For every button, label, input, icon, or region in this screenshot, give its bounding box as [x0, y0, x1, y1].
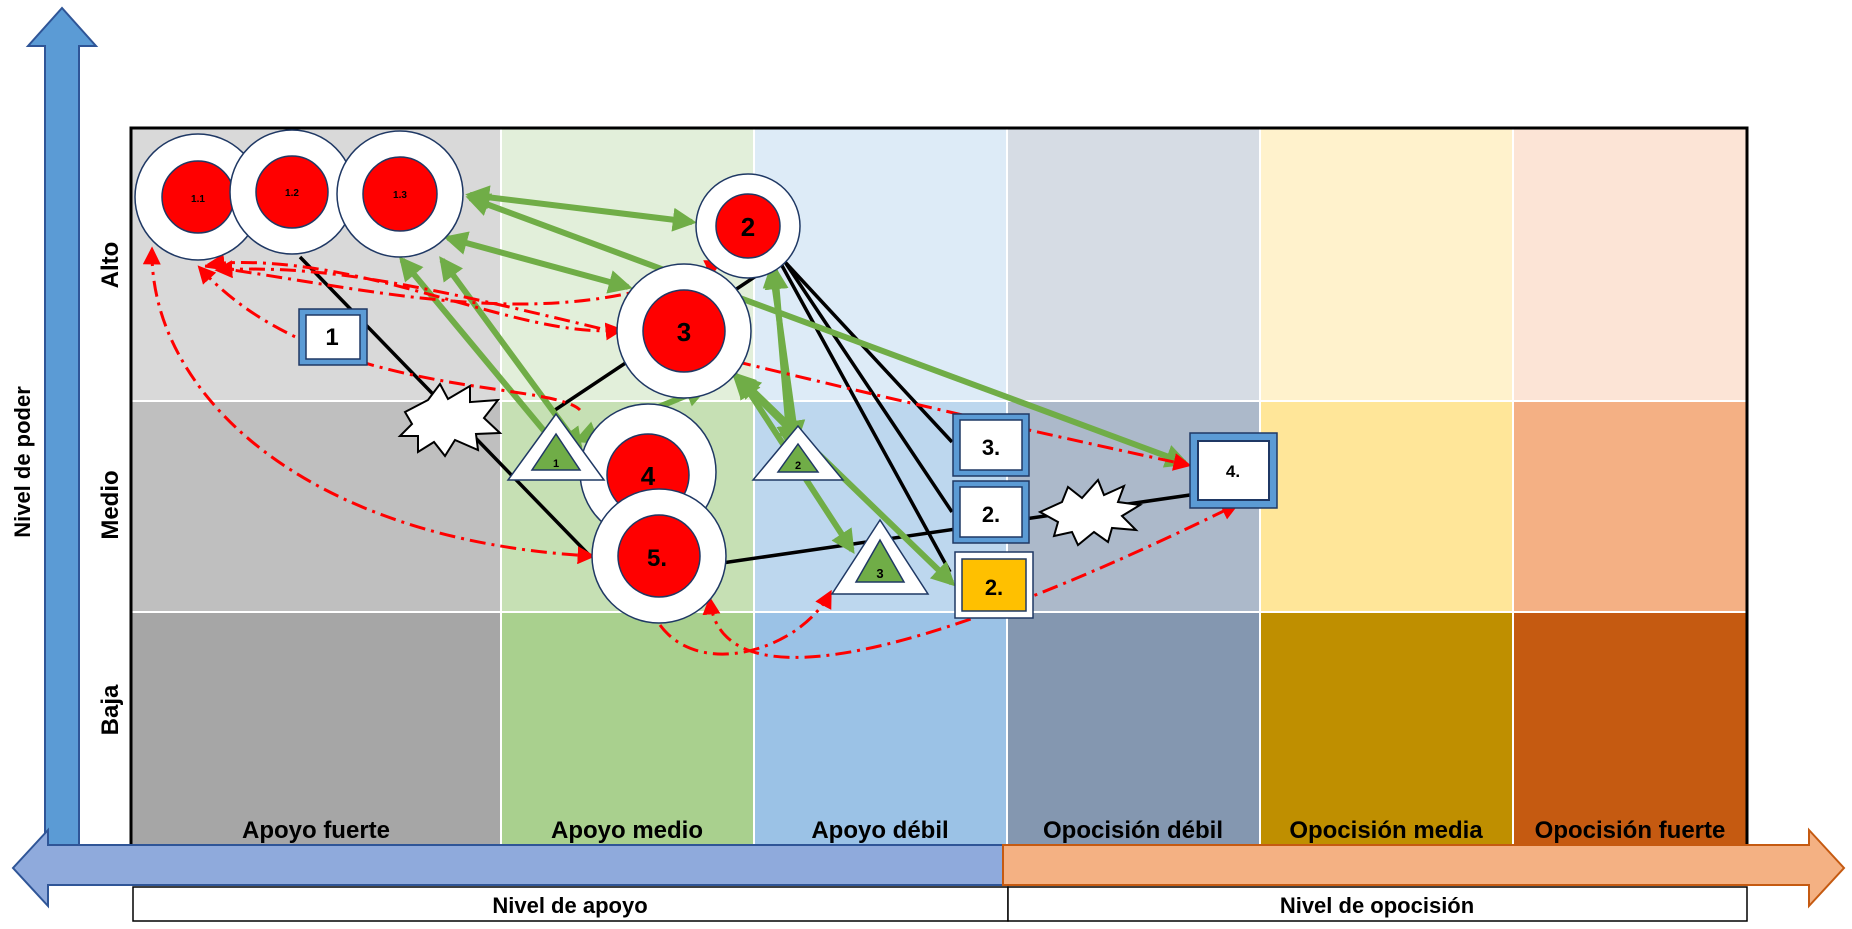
stakeholder-label: 1.3	[393, 190, 407, 201]
row-label-high: Alto	[97, 242, 124, 289]
cell-strong-support-low	[131, 612, 501, 847]
stakeholder-box-2[interactable]: 2.	[952, 480, 1030, 544]
stakeholder-label: 4.	[1226, 462, 1240, 481]
opposition-axis-title-box	[1007, 886, 1748, 922]
stakeholder-label: 1	[325, 324, 338, 351]
column-label-strong-opposition: Opocisión fuerte	[1535, 817, 1726, 844]
column-label-strong-support: Apoyo fuerte	[242, 817, 390, 844]
stakeholder-label: 3.	[982, 435, 1000, 460]
cell-medium-opposition-low	[1260, 612, 1513, 847]
stakeholder-box-1[interactable]: 1	[298, 308, 368, 366]
cell-strong-opposition-high	[1513, 128, 1747, 401]
opposition-axis-title: Nivel de opocisión	[1280, 893, 1474, 918]
column-labels: Apoyo fuerte Apoyo medio Apoyo débil Opo…	[242, 817, 1725, 844]
stakeholder-box-3[interactable]: 3.	[952, 413, 1030, 477]
conflict-link	[702, 503, 1240, 659]
stakeholder-triangle-1[interactable]: 1	[506, 412, 606, 481]
conflict-link	[142, 246, 596, 565]
stakeholder-3[interactable]: 3	[616, 263, 752, 399]
stakeholder-2[interactable]: 2	[695, 173, 801, 279]
conflict-link	[214, 260, 1192, 471]
stakeholder-label: 5.	[647, 545, 667, 572]
row-label-medium: Medio	[97, 470, 124, 539]
column-label-medium-support: Apoyo medio	[551, 817, 703, 844]
cell-strong-opposition-medium	[1513, 401, 1747, 612]
support-axis-title: Nivel de apoyo	[492, 893, 647, 918]
cell-weak-support-low	[754, 612, 1007, 847]
stakeholder-label: 2.	[982, 502, 1000, 527]
stakeholder-5[interactable]: 5.	[591, 488, 727, 624]
stakeholder-1.1[interactable]: 1.1	[134, 133, 262, 261]
column-label-weak-support: Apoyo débil	[811, 817, 948, 844]
stakeholder-label: 2.	[985, 575, 1003, 600]
cell-strong-opposition-low	[1513, 612, 1747, 847]
stakeholder-1.2[interactable]: 1.2	[229, 129, 355, 255]
conflict-link	[204, 260, 724, 306]
stakeholder-label: 4	[641, 461, 656, 491]
row-labels: Alto Medio Baja	[97, 242, 124, 736]
conflict-link	[658, 589, 832, 656]
y-axis: Nivel de poder	[10, 6, 99, 848]
cell-weak-support-high	[754, 128, 1007, 401]
column-label-medium-opposition: Opocisión media	[1289, 817, 1483, 844]
row-label-low: Baja	[97, 684, 124, 735]
stakeholder-triangle-2[interactable]: 2	[751, 424, 845, 481]
y-axis-arrow	[25, 6, 99, 848]
stakeholder-label: 1.1	[191, 194, 205, 205]
cell-medium-support-low	[501, 612, 754, 847]
stakeholder-label: 3	[876, 566, 883, 581]
cell-medium-opposition-medium	[1260, 401, 1513, 612]
stakeholder-triangle-3[interactable]: 3	[830, 518, 930, 595]
support-axis-arrow	[11, 827, 1004, 909]
stakeholder-label: 2	[795, 460, 801, 472]
x-axis: Nivel de apoyo Nivel de opocisión	[11, 827, 1846, 922]
stakeholder-label: 1	[553, 458, 559, 470]
support-axis-title-box	[132, 886, 1009, 922]
stakeholder-box-2-yellow[interactable]: 2.	[954, 551, 1034, 619]
stakeholder-label: 2	[741, 212, 755, 242]
column-label-weak-opposition: Opocisión débil	[1043, 817, 1223, 844]
opposition-axis-arrow	[1002, 827, 1846, 909]
stakeholder-1.3[interactable]: 1.3	[336, 130, 464, 258]
cell-weak-opposition-high	[1007, 128, 1260, 401]
cell-weak-opposition-low	[1007, 612, 1260, 847]
conflict-links	[142, 246, 1240, 659]
y-axis-title: Nivel de poder	[10, 386, 35, 538]
cell-medium-opposition-high	[1260, 128, 1513, 401]
stakeholder-box-4[interactable]: 4.	[1189, 432, 1278, 509]
stakeholder-label: 3	[677, 317, 691, 347]
stakeholder-label: 1.2	[285, 188, 299, 199]
